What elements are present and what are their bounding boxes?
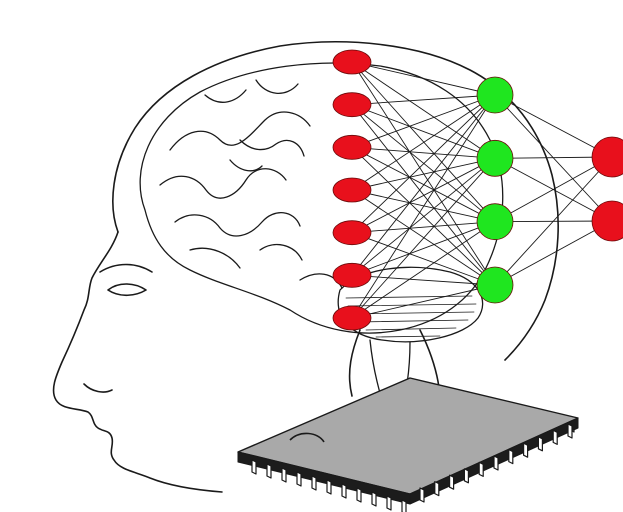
nose-line: [84, 384, 112, 392]
chip-pin: [494, 456, 498, 470]
hidden-node: [477, 267, 513, 303]
network-connection: [352, 147, 495, 158]
chip-pin: [538, 437, 542, 451]
chip-pin: [357, 488, 361, 502]
brain-gyrus: [170, 112, 310, 150]
output-node: [592, 137, 623, 177]
brain-gyrus: [160, 169, 286, 198]
chip-pin: [387, 496, 391, 510]
chip-pin: [435, 482, 439, 496]
chip-pin: [420, 488, 424, 502]
chip-pin: [568, 424, 572, 438]
chip-top-face: [238, 378, 578, 494]
hidden-node: [477, 204, 513, 240]
input-node: [333, 263, 371, 287]
input-node: [333, 306, 371, 330]
chip-pin: [479, 462, 483, 476]
brain-gyrus: [240, 140, 304, 156]
input-node: [333, 93, 371, 117]
brain-gyrus: [190, 248, 240, 268]
neck-line: [350, 330, 360, 396]
chip-pin: [553, 430, 557, 444]
network-connection: [352, 147, 495, 285]
hidden-node: [477, 77, 513, 113]
input-node: [333, 221, 371, 245]
chip-pin: [464, 469, 468, 483]
hidden-node: [477, 140, 513, 176]
face-outline: [54, 232, 222, 492]
input-node: [333, 178, 371, 202]
brain-outline: [140, 63, 503, 333]
brain-gyrus: [230, 160, 262, 171]
network-connection: [352, 95, 495, 233]
brain-gyrus: [256, 80, 298, 93]
brain-gyrus: [260, 245, 302, 260]
chip-pin: [312, 476, 316, 490]
input-node: [333, 50, 371, 74]
chip-pin: [267, 464, 271, 478]
output-node: [592, 201, 623, 241]
network-connection: [352, 62, 495, 285]
network-nodes: [333, 50, 623, 330]
brow-line: [100, 265, 152, 273]
network-connection: [352, 222, 495, 318]
chip-pin: [282, 468, 286, 482]
brain-icon: [140, 63, 503, 400]
network-connection: [352, 62, 495, 222]
network-connection: [352, 222, 495, 233]
brain-gyrus: [205, 90, 246, 102]
input-node: [333, 135, 371, 159]
integrated-circuit-chip-icon: [238, 378, 578, 512]
eye-outline: [108, 284, 146, 295]
network-connection: [352, 62, 495, 95]
chip-pin: [342, 484, 346, 498]
chip-pin: [509, 450, 513, 464]
chip-pin: [372, 492, 376, 506]
chip-pin: [252, 460, 256, 474]
chip-pin: [297, 472, 301, 486]
chip-pin: [450, 475, 454, 489]
chip-pin: [327, 480, 331, 494]
network-connection: [352, 158, 495, 232]
network-connection: [352, 62, 495, 158]
network-connection: [352, 158, 495, 318]
chip-pin: [402, 500, 406, 512]
brain-gyrus: [175, 213, 300, 236]
chip-pin: [524, 443, 528, 457]
